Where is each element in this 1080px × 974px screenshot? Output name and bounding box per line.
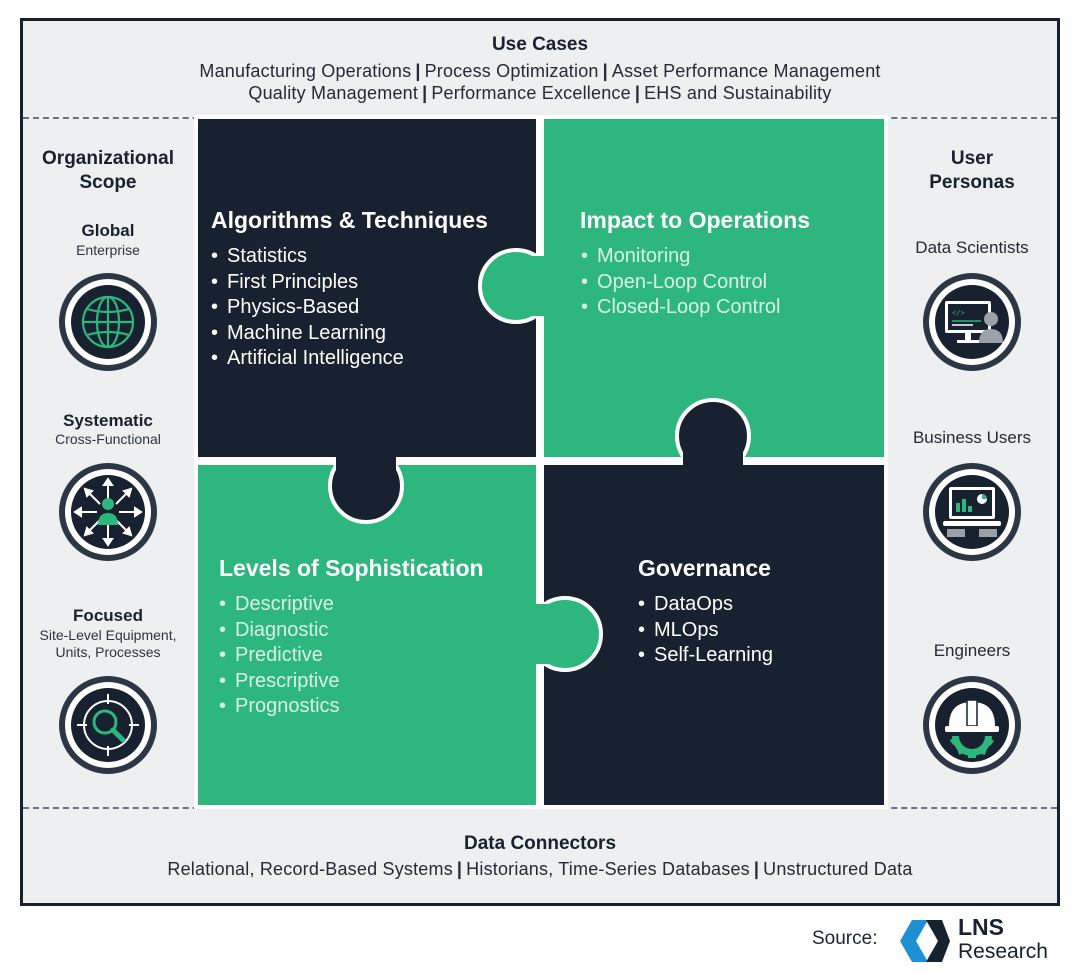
hardhat-gear-icon	[923, 676, 1021, 774]
governance-knob-top-joint	[683, 449, 743, 479]
scope-systematic-title: Systematic	[63, 411, 153, 430]
user-personas-title-line1: User	[950, 148, 994, 169]
algorithms-knob-joint	[336, 444, 396, 474]
data-connector-item: Relational, Record-Based Systems	[167, 859, 453, 879]
impact-title: Impact to Operations	[580, 207, 811, 233]
logo-text-research: Research	[958, 940, 1048, 963]
impact-list: Monitoring Open-Loop Control Closed-Loop…	[581, 244, 780, 321]
scope-focused-subtitle-2: Units, Processes	[55, 644, 161, 660]
organizational-scope-title: Organizational Scope	[28, 147, 188, 195]
organizational-scope-title-line1: Organizational	[42, 148, 174, 169]
list-item: Physics-Based	[211, 295, 404, 321]
scope-global-subtitle: Enterprise	[76, 242, 140, 258]
data-connector-item: Unstructured Data	[763, 859, 913, 879]
scope-focused-subtitle-1: Site-Level Equipment,	[39, 627, 177, 643]
list-item: Prescriptive	[219, 669, 340, 695]
algorithms-list: Statistics First Principles Physics-Base…	[211, 244, 404, 372]
list-item: MLOps	[638, 618, 773, 644]
svg-text:</>: </>	[952, 309, 965, 317]
algorithms-title: Algorithms & Techniques	[211, 207, 488, 233]
user-personas-title: User Personas	[892, 147, 1052, 195]
impact-knob-joint	[528, 256, 568, 316]
data-connectors-line: Relational, Record-Based Systems|Histori…	[167, 859, 913, 879]
user-personas-title-line2: Personas	[929, 172, 1015, 193]
source-label: Source:	[812, 928, 878, 949]
coding-monitor-icon: </>	[923, 273, 1021, 371]
puzzle-graphic	[194, 115, 888, 809]
use-cases-title: Use Cases	[491, 34, 589, 55]
use-case-item: Performance Excellence	[431, 83, 631, 103]
scope-systematic-subtitle: Cross-Functional	[55, 431, 161, 447]
use-cases-line-1: Manufacturing Operations|Process Optimiz…	[199, 61, 881, 81]
list-item: Self-Learning	[638, 643, 773, 669]
governance-title: Governance	[638, 555, 771, 581]
sophistication-title: Levels of Sophistication	[219, 555, 484, 581]
list-item: Statistics	[211, 244, 404, 270]
use-case-item: EHS and Sustainability	[644, 83, 832, 103]
list-item: Artificial Intelligence	[211, 346, 404, 372]
organizational-scope-title-line2: Scope	[79, 172, 137, 193]
logo-text-lns: LNS	[958, 914, 1004, 940]
list-item: Prognostics	[219, 694, 340, 720]
list-item: Diagnostic	[219, 618, 340, 644]
dashboard-laptop-icon	[923, 463, 1021, 561]
use-case-item: Quality Management	[248, 83, 419, 103]
list-item: Open-Loop Control	[581, 270, 780, 296]
use-case-item: Manufacturing Operations	[199, 61, 412, 81]
governance-list: DataOps MLOps Self-Learning	[638, 592, 773, 669]
sophistication-list: Descriptive Diagnostic Predictive Prescr…	[219, 592, 340, 720]
persona-data-scientists-label: Data Scientists	[915, 238, 1029, 257]
list-item: Monitoring	[581, 244, 780, 270]
persona-engineers-label: Engineers	[933, 641, 1011, 660]
list-item: Closed-Loop Control	[581, 295, 780, 321]
sophistication-knob-joint	[523, 604, 553, 664]
list-item: Machine Learning	[211, 321, 404, 347]
list-item: DataOps	[638, 592, 773, 618]
scope-focused-title: Focused	[73, 606, 143, 625]
use-case-item: Asset Performance Management	[611, 61, 881, 81]
list-item: Predictive	[219, 643, 340, 669]
data-connectors-title: Data Connectors	[463, 833, 617, 854]
scope-global-title: Global	[81, 221, 135, 240]
lns-research-logo-icon	[900, 920, 950, 962]
list-item: First Principles	[211, 270, 404, 296]
data-connector-item: Historians, Time-Series Databases	[466, 859, 750, 879]
use-cases-line-2: Quality Management|Performance Excellenc…	[248, 83, 832, 103]
list-item: Descriptive	[219, 592, 340, 618]
network-person-icon	[59, 463, 157, 561]
persona-business-users-label: Business Users	[912, 428, 1032, 447]
target-magnifier-icon	[59, 676, 157, 774]
globe-icon	[59, 273, 157, 371]
use-case-item: Process Optimization	[424, 61, 599, 81]
